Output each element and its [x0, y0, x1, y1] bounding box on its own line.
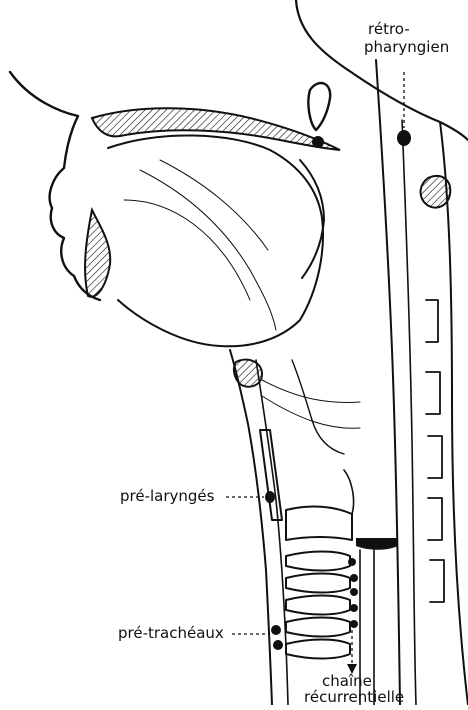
- label-pre-tracheaux: pré-trachéaux: [118, 626, 224, 641]
- prevertebral-line: [402, 120, 416, 705]
- epiglottis: [292, 360, 344, 454]
- upper-incisor: [85, 210, 110, 297]
- atlas-vertebra: [421, 176, 451, 208]
- ligament-lines: [262, 380, 360, 428]
- arytenoid: [344, 470, 354, 514]
- hard-palate: [92, 108, 340, 150]
- hyoid-bone: [234, 360, 262, 387]
- label-retro-line1: rétro-: [368, 22, 410, 37]
- tongue-fiber-1: [140, 170, 276, 330]
- vertebral-column: [426, 300, 444, 602]
- nose-profile: [10, 72, 78, 208]
- label-chaine-line1: chaîne: [322, 674, 372, 689]
- label-retro-line2: pharyngien: [364, 40, 449, 55]
- prelaryngeal-node: [265, 491, 275, 503]
- styloid-node: [312, 136, 324, 148]
- cricoid-cartilage: [286, 507, 352, 540]
- neck-back-outline: [440, 122, 468, 705]
- tracheal-rings: [286, 552, 350, 659]
- esophagus-top: [356, 538, 398, 550]
- recurrent-chain-nodes: [348, 558, 358, 628]
- tongue-outline: [108, 135, 323, 346]
- retropharyngeal-node: [397, 130, 411, 146]
- thyroid-cartilage: [260, 430, 282, 520]
- label-pre-larynges: pré-laryngés: [120, 489, 214, 504]
- styloid-process: [308, 83, 330, 130]
- pharynx-anterior-wall: [230, 350, 272, 705]
- tongue-fiber-3: [124, 200, 250, 300]
- pretracheal-node-1: [271, 625, 281, 635]
- label-chaine-line2: récurrentielle: [304, 690, 404, 705]
- posterior-pharyngeal-wall: [376, 60, 400, 705]
- tongue-fiber-2: [160, 160, 268, 250]
- pharynx-inner-wall: [256, 360, 288, 705]
- pretracheal-node-2: [273, 640, 283, 650]
